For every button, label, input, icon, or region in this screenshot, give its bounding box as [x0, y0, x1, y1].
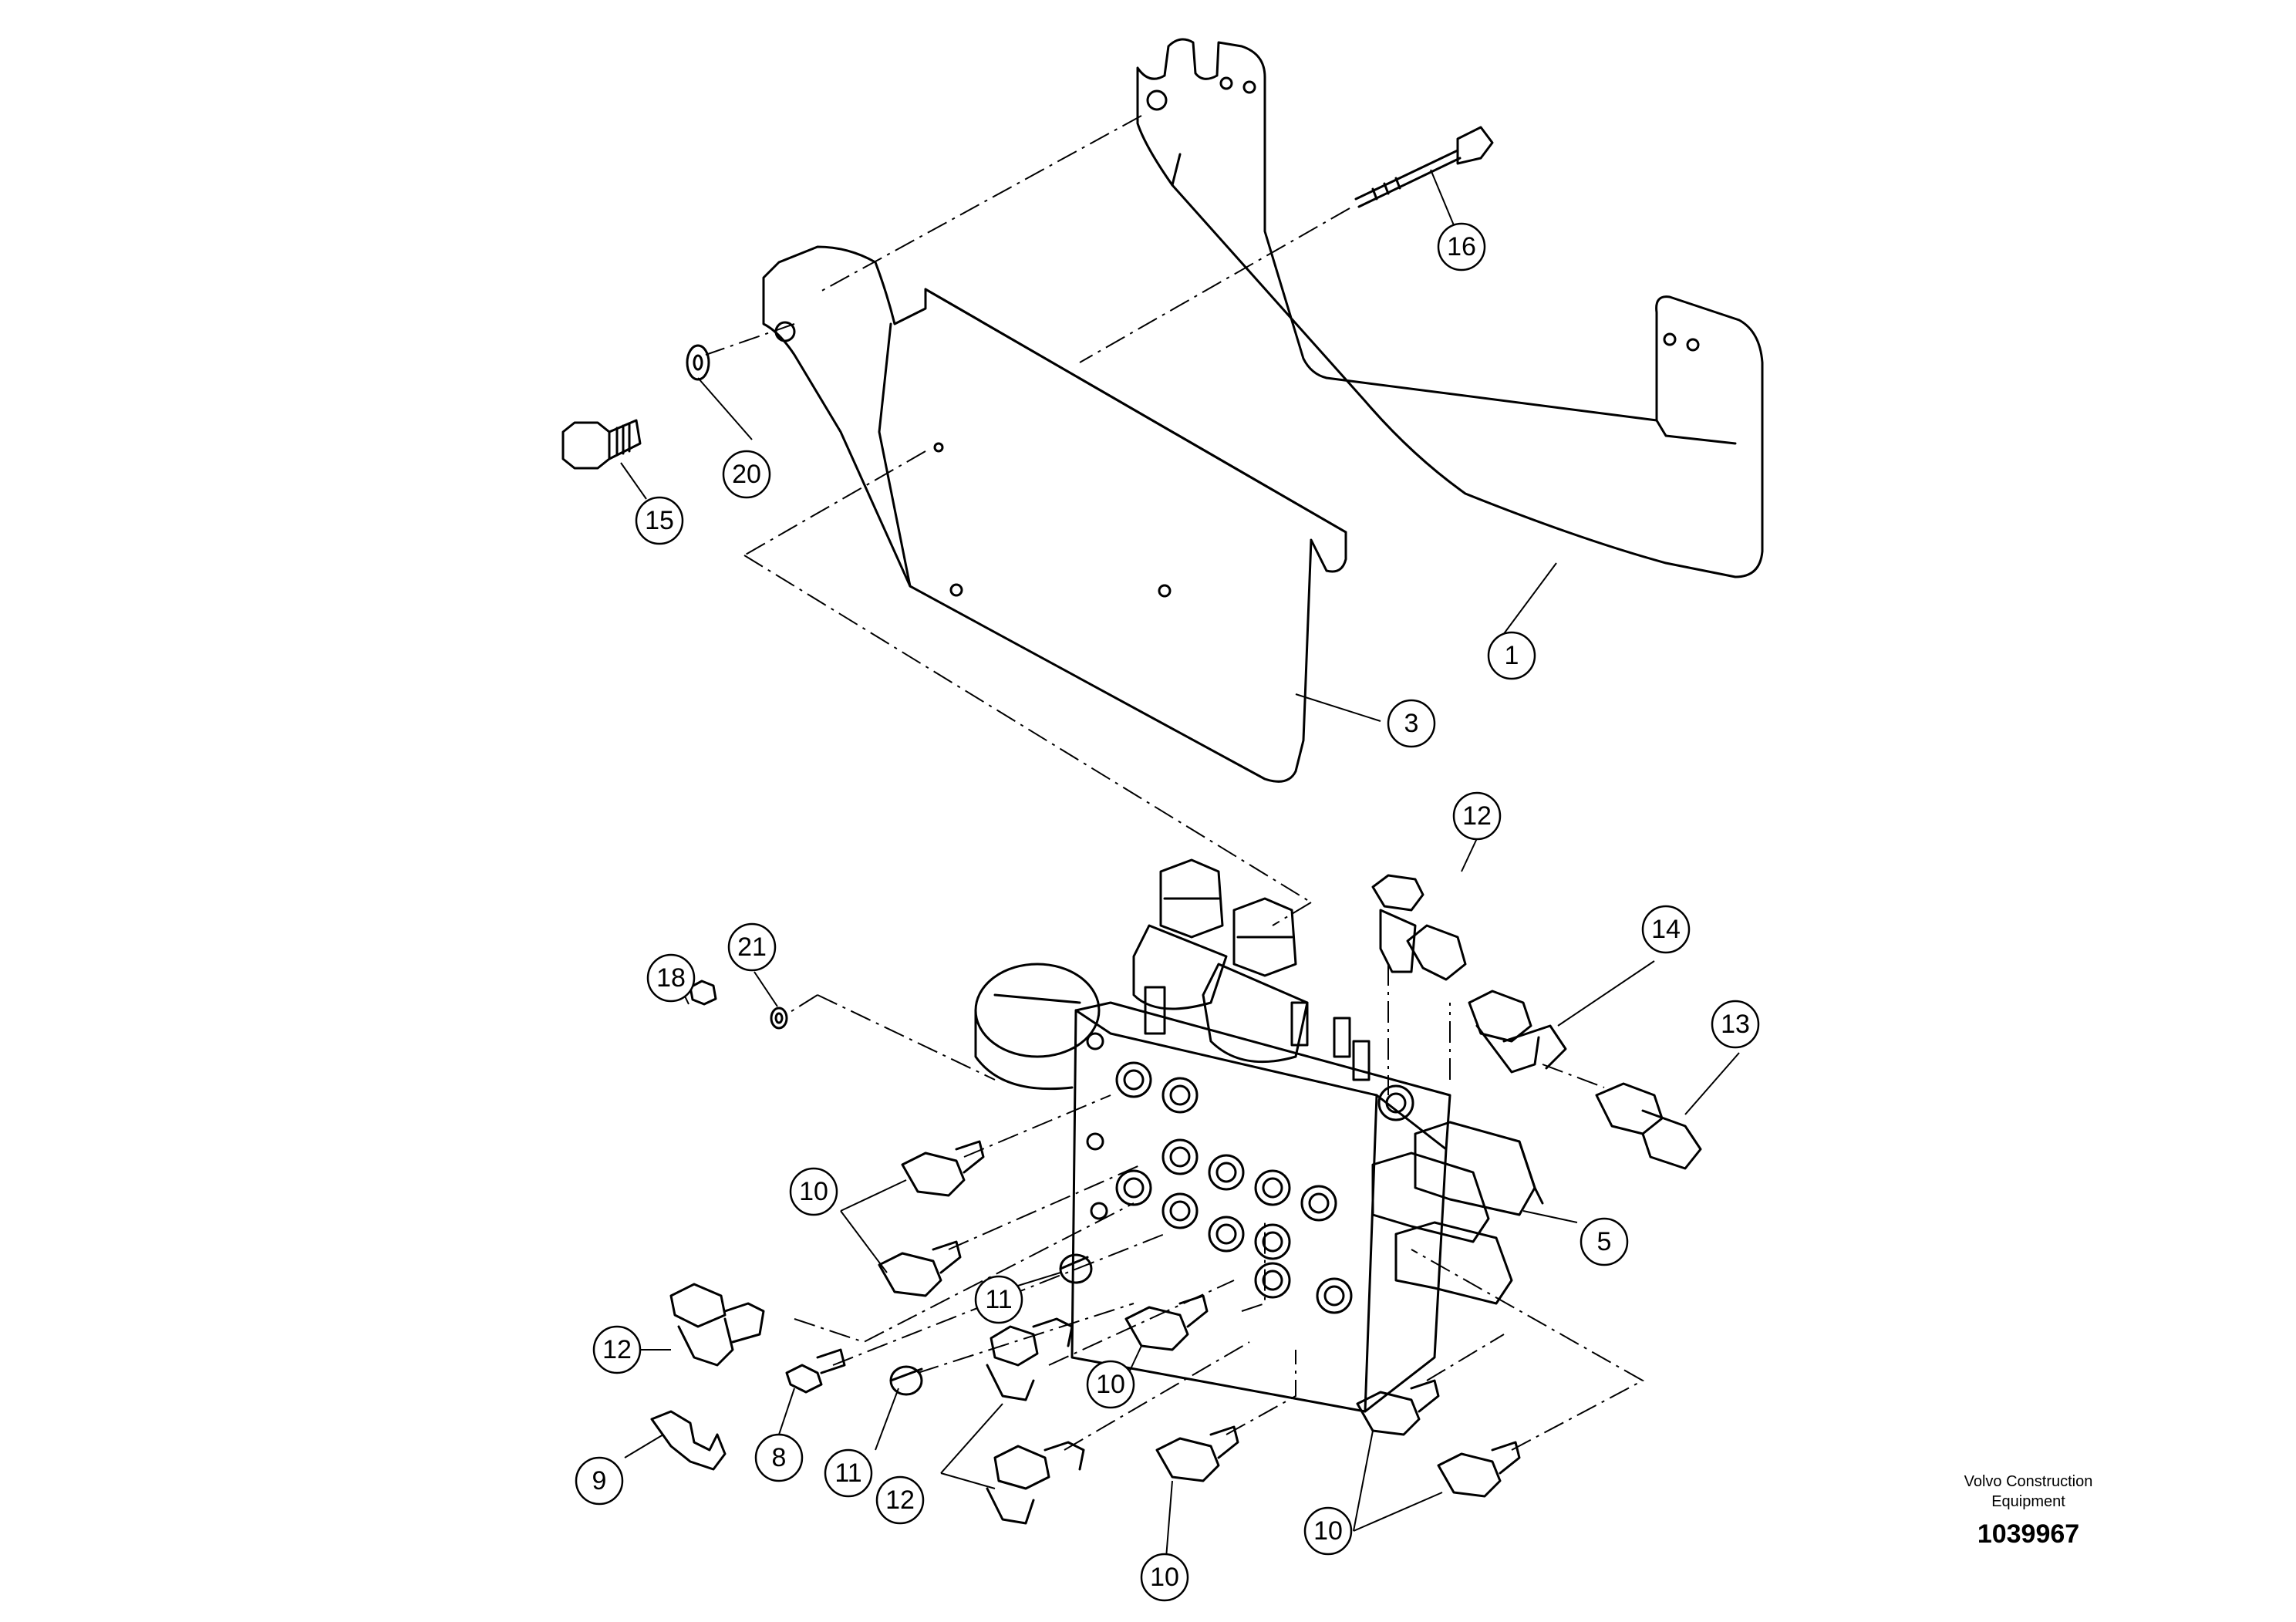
svg-text:1: 1: [1505, 641, 1519, 670]
callout-12c: 12: [875, 1475, 925, 1525]
callout-3: 3: [1387, 699, 1436, 748]
svg-text:9: 9: [592, 1466, 607, 1496]
tee-fitting-part-14: [1468, 990, 1567, 1074]
svg-text:14: 14: [1651, 915, 1681, 944]
brand-name-line-2: Equipment: [1991, 1493, 2065, 1510]
callout-11a: 11: [974, 1275, 1023, 1324]
bracket-part-1: [1136, 38, 1764, 578]
cartridge-valves: [1371, 1121, 1544, 1305]
solenoid-valves: [1132, 858, 1371, 1081]
callout-12a: 12: [1452, 791, 1502, 841]
adapter-part-13: [1595, 1082, 1702, 1170]
drawing-number: 1039967: [1977, 1519, 2080, 1549]
callout-21: 21: [727, 922, 777, 972]
long-bolt-part-16: [1354, 126, 1494, 208]
svg-text:18: 18: [656, 963, 686, 993]
svg-text:21: 21: [737, 932, 767, 962]
callout-1: 1: [1487, 631, 1536, 680]
svg-text:5: 5: [1597, 1227, 1612, 1256]
brand-block: Volvo Construction Equipment 1039967: [1905, 1472, 2152, 1549]
svg-text:10: 10: [799, 1177, 828, 1206]
nut-and-washer: [689, 980, 788, 1030]
straight-fittings-part-10: [878, 1140, 1521, 1498]
washer-part-20: [686, 344, 710, 381]
svg-text:12: 12: [602, 1335, 632, 1364]
pressure-gauge: [974, 963, 1101, 1091]
elbow-fittings-part-12: [669, 1283, 1085, 1525]
svg-text:10: 10: [1096, 1370, 1125, 1399]
callout-10c: 10: [1140, 1553, 1189, 1602]
callout-10b: 10: [1086, 1360, 1135, 1409]
svg-text:15: 15: [645, 506, 674, 535]
svg-text:3: 3: [1404, 709, 1419, 738]
svg-text:16: 16: [1447, 232, 1476, 261]
callout-8: 8: [754, 1433, 804, 1482]
svg-text:12: 12: [885, 1485, 915, 1515]
svg-text:8: 8: [772, 1443, 787, 1472]
callout-15: 15: [635, 496, 684, 545]
svg-text:10: 10: [1150, 1563, 1179, 1592]
plate-part-3: [762, 245, 1347, 783]
callouts: 1 3 5 8 9 10 10 10 10 11 11 12 12 12 13 …: [575, 222, 1760, 1602]
callout-11b: 11: [824, 1448, 873, 1498]
assembly-lines: [705, 115, 1645, 1451]
callout-9: 9: [575, 1456, 624, 1506]
callout-13: 13: [1711, 1000, 1760, 1049]
callout-20: 20: [722, 450, 771, 499]
svg-text:11: 11: [834, 1458, 861, 1488]
svg-text:12: 12: [1462, 801, 1492, 831]
brand-name-line-1: Volvo Construction: [1964, 1473, 2093, 1490]
valve-block-part-5: [1070, 1001, 1451, 1413]
svg-text:13: 13: [1721, 1010, 1750, 1039]
elbow-fitting-12-top: [1371, 874, 1467, 981]
svg-text:11: 11: [985, 1285, 1012, 1314]
bolt-part-15: [561, 419, 642, 470]
leader-lines: [620, 169, 1740, 1578]
svg-text:20: 20: [732, 460, 761, 489]
callout-16: 16: [1437, 222, 1486, 271]
small-fittings: [650, 1253, 1093, 1471]
callout-5: 5: [1580, 1217, 1629, 1266]
callout-10d: 10: [1303, 1506, 1353, 1556]
callout-18: 18: [646, 953, 696, 1003]
svg-text:10: 10: [1313, 1516, 1343, 1546]
callout-10a: 10: [789, 1167, 838, 1216]
callout-14: 14: [1641, 905, 1691, 954]
callout-12b: 12: [592, 1325, 642, 1374]
